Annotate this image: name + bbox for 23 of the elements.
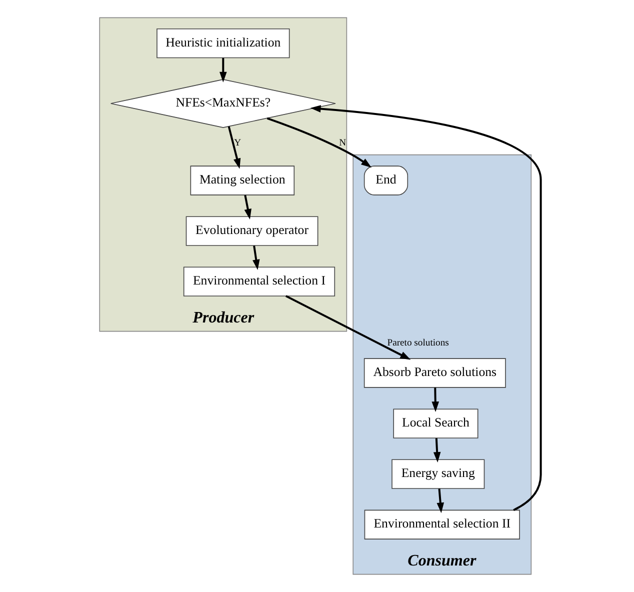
arrow bbox=[432, 388, 440, 412]
arrow bbox=[310, 105, 542, 511]
arrow bbox=[252, 246, 260, 270]
edge-label: Pareto solutions bbox=[387, 337, 449, 348]
arrow bbox=[266, 117, 372, 168]
edge-label: Y bbox=[234, 138, 242, 149]
arrow bbox=[244, 195, 252, 220]
node-box: Energy saving bbox=[392, 459, 485, 489]
node-box: Evolutionary operator bbox=[186, 216, 318, 246]
node-box: Local Search bbox=[393, 408, 478, 438]
node-diamond: NFEs<MaxNFEs? bbox=[110, 79, 336, 128]
node-box: End bbox=[364, 166, 408, 196]
node-box: Environmental selection II bbox=[364, 510, 520, 540]
node-box: Mating selection bbox=[190, 166, 295, 196]
arrow bbox=[220, 58, 227, 82]
arrow bbox=[433, 438, 441, 463]
node-box: Absorb Pareto solutions bbox=[364, 358, 506, 388]
arrow bbox=[436, 488, 444, 514]
node-box: Environmental selection I bbox=[183, 266, 336, 296]
arrow bbox=[228, 126, 241, 169]
edge-label: N bbox=[339, 138, 346, 149]
node-box: Heuristic initialization bbox=[156, 28, 290, 58]
arrow bbox=[285, 295, 411, 360]
